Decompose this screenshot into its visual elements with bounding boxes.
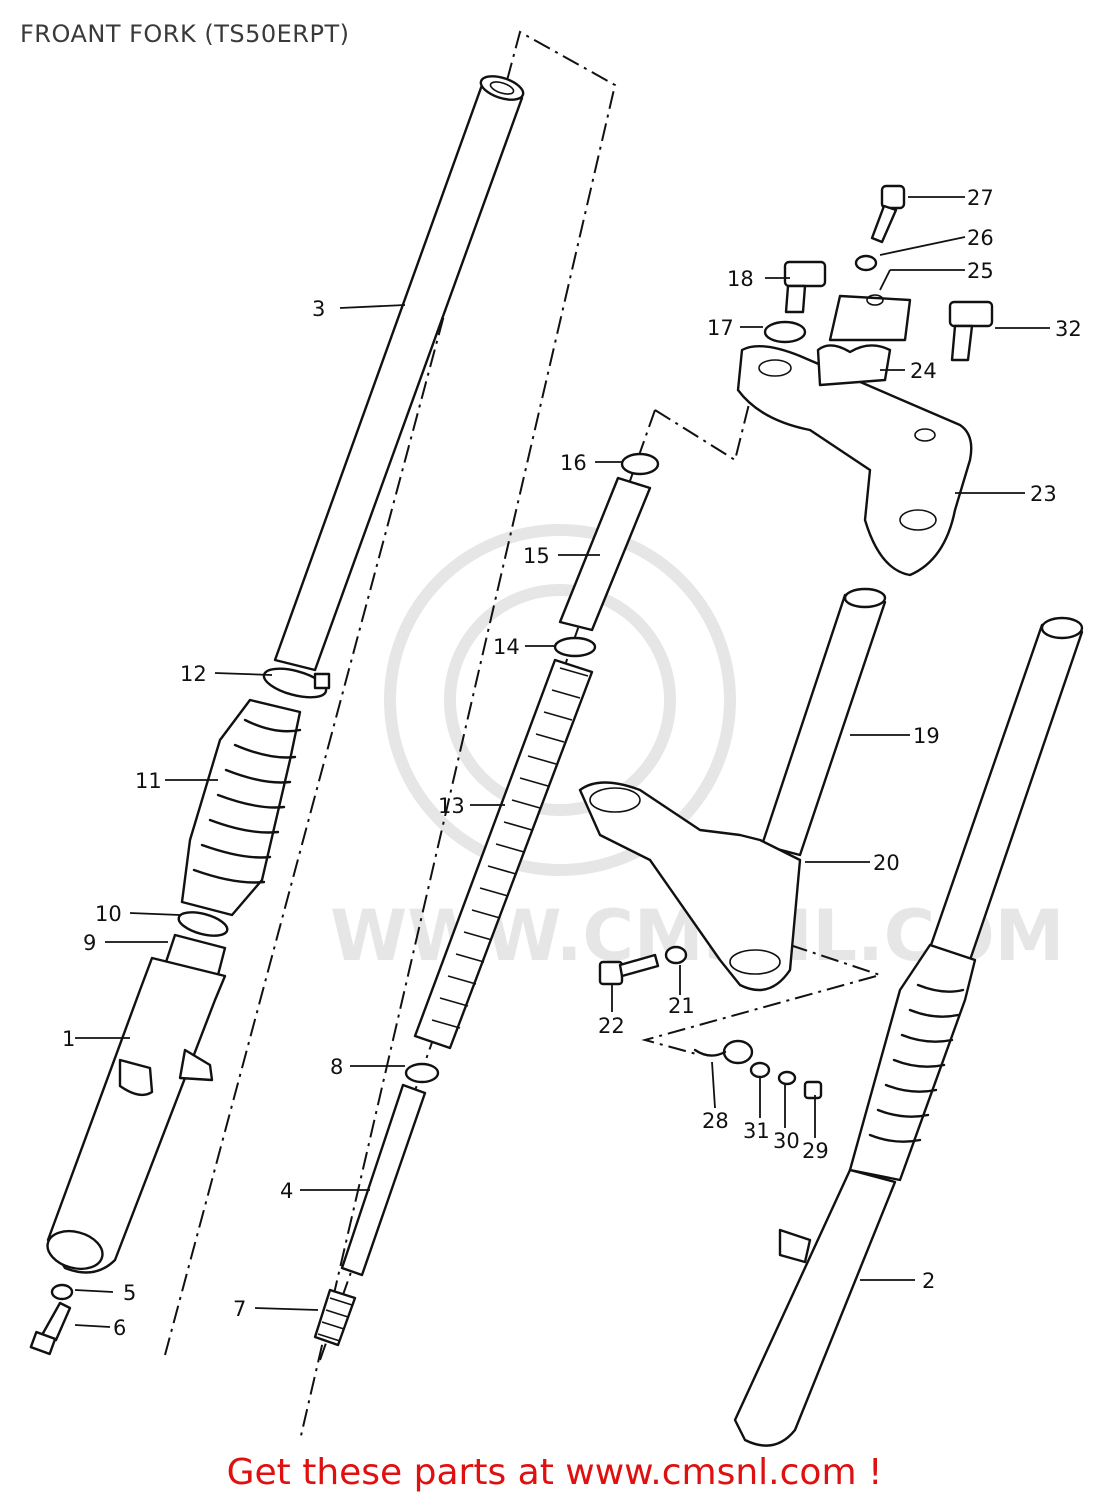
callout-29: 29 bbox=[802, 1139, 829, 1163]
callout-2: 2 bbox=[922, 1269, 935, 1293]
part-14-ring bbox=[553, 636, 597, 658]
part-26-washer bbox=[854, 254, 878, 272]
callout-10: 10 bbox=[95, 902, 122, 926]
callout-3: 3 bbox=[312, 297, 325, 321]
part-3-inner-tube bbox=[273, 75, 525, 672]
part-4-damper-rod bbox=[340, 1083, 427, 1277]
callout-30: 30 bbox=[773, 1129, 800, 1153]
callout-13: 13 bbox=[438, 794, 465, 818]
part-1-outer-tube bbox=[46, 956, 227, 1274]
callout-27: 27 bbox=[967, 186, 994, 210]
part-23-bracket bbox=[736, 344, 973, 577]
part-32-bolt bbox=[948, 300, 994, 362]
callout-25: 25 bbox=[967, 259, 994, 283]
callout-17: 17 bbox=[707, 316, 734, 340]
diagram-title: FROANT FORK (TS50ERPT) bbox=[20, 20, 350, 48]
footer-link-text[interactable]: Get these parts at www.cmsnl.com ! bbox=[226, 1452, 883, 1493]
callout-16: 16 bbox=[560, 451, 587, 475]
callout-4: 4 bbox=[280, 1179, 293, 1203]
part-12-clamp bbox=[262, 667, 331, 699]
part-18-bolt bbox=[783, 260, 827, 314]
callout-18: 18 bbox=[727, 267, 754, 291]
callout-11: 11 bbox=[135, 769, 162, 793]
part-6-bolt bbox=[29, 1301, 72, 1356]
part-22-bolt bbox=[598, 953, 660, 986]
part-19-steering-stem bbox=[760, 587, 887, 857]
callout-26: 26 bbox=[967, 226, 994, 250]
part-10-ring bbox=[177, 911, 229, 937]
callout-12: 12 bbox=[180, 662, 207, 686]
callout-23: 23 bbox=[1030, 482, 1057, 506]
part-8-ring bbox=[404, 1062, 440, 1084]
callout-5: 5 bbox=[123, 1281, 136, 1305]
callout-1: 1 bbox=[62, 1027, 75, 1051]
part-2-outer-tube-right bbox=[733, 616, 1084, 1447]
part-25-clamp-upper bbox=[828, 294, 912, 342]
part-17-washer bbox=[763, 320, 807, 344]
part-5-washer bbox=[50, 1283, 74, 1301]
callout-24: 24 bbox=[910, 359, 937, 383]
callout-9: 9 bbox=[83, 931, 96, 955]
callout-6: 6 bbox=[113, 1316, 126, 1340]
part-30-washer bbox=[777, 1070, 797, 1086]
part-20-under-bracket bbox=[578, 781, 802, 992]
part-7-spring bbox=[313, 1288, 357, 1347]
part-24-clamp-lower bbox=[816, 344, 892, 387]
callout-28: 28 bbox=[702, 1109, 729, 1133]
part-11-boot bbox=[180, 698, 302, 917]
part-15-seat-pipe bbox=[558, 476, 652, 632]
part-29-screw bbox=[803, 1080, 823, 1100]
leader-lines bbox=[74, 196, 1050, 1328]
callout-7: 7 bbox=[233, 1297, 246, 1321]
callout-31: 31 bbox=[743, 1119, 770, 1143]
callout-21: 21 bbox=[668, 994, 695, 1018]
part-13-spring bbox=[413, 658, 594, 1050]
callout-19: 19 bbox=[913, 724, 940, 748]
callout-14: 14 bbox=[493, 635, 520, 659]
part-21-washer bbox=[664, 945, 688, 965]
callout-22: 22 bbox=[598, 1014, 625, 1038]
part-28-clip bbox=[693, 1039, 754, 1065]
part-16-cap bbox=[620, 452, 660, 476]
callout-32: 32 bbox=[1055, 317, 1082, 341]
part-31-washer bbox=[749, 1061, 771, 1079]
part-27-bolt bbox=[870, 184, 906, 244]
callout-labels: 1 2 3 4 5 6 7 8 9 10 11 12 13 14 15 16 1… bbox=[62, 186, 1082, 1340]
callout-8: 8 bbox=[330, 1055, 343, 1079]
callout-15: 15 bbox=[523, 544, 550, 568]
callout-20: 20 bbox=[873, 851, 900, 875]
